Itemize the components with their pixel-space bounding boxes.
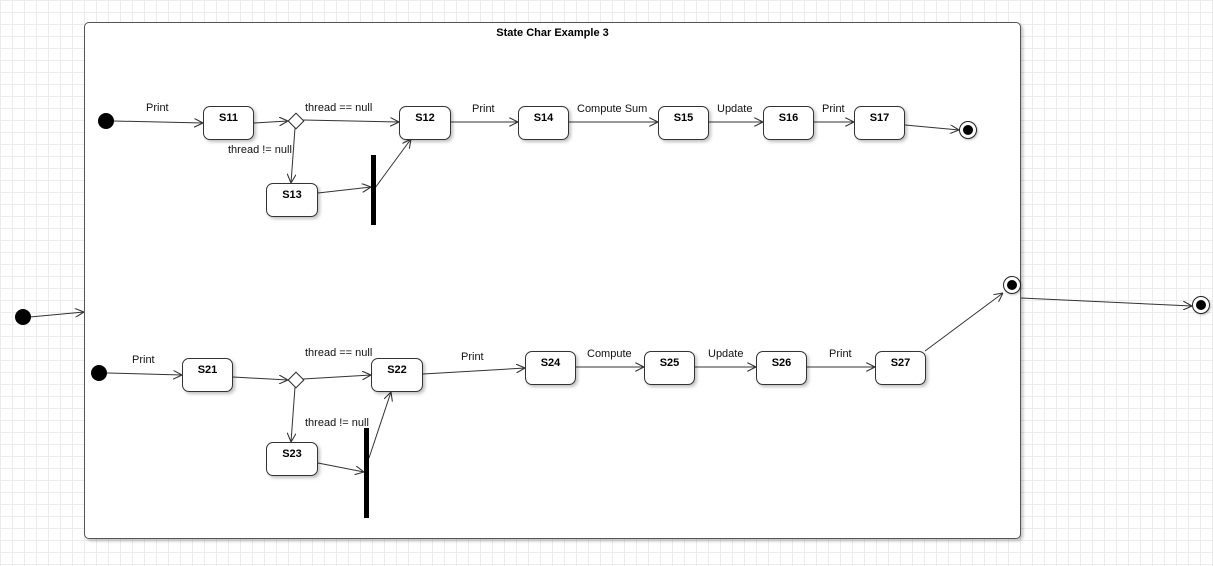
region1-initial-state[interactable] [98,113,114,129]
state-s15[interactable]: S15 [658,106,709,140]
state-s23[interactable]: S23 [266,442,318,476]
label-r1-print2: Print [472,103,495,115]
region2-initial-state[interactable] [91,365,107,381]
label-r2-guard-null: thread == null [305,347,373,359]
edge-bar2-s22 [368,392,391,459]
edge-s21-decision2 [232,377,288,380]
label-r2-update: Update [708,348,744,360]
edge-s23-bar2 [317,462,364,472]
state-s11[interactable]: S11 [203,106,254,140]
label-r1-guard-not-null: thread != null [228,144,292,156]
edge-decision1-s13 [291,127,295,183]
label-r1-print: Print [146,102,169,114]
edge-decision2-s22 [302,375,371,379]
outer-initial-state[interactable] [15,309,31,325]
label-r2-print: Print [132,354,155,366]
state-s13[interactable]: S13 [266,183,318,217]
state-s26[interactable]: S26 [756,351,807,385]
state-s12[interactable]: S12 [399,106,451,140]
join-bar-1[interactable] [371,155,376,225]
state-s24[interactable]: S24 [525,351,576,385]
composite-exit-state[interactable] [1003,276,1021,294]
join-bar-2[interactable] [364,428,369,518]
outer-final-state[interactable] [1192,296,1210,314]
state-s21[interactable]: S21 [182,358,233,392]
edge-s13-bar1 [317,187,371,194]
edge-init2-s21 [106,373,182,375]
state-s22[interactable]: S22 [371,358,423,392]
edge-init1-s11 [113,121,203,123]
edge-decision1-s12 [302,120,399,122]
edge-s17-final1 [904,124,959,130]
edge-s11-decision1 [253,121,288,123]
state-s14[interactable]: S14 [518,106,569,140]
label-r2-print3: Print [829,348,852,360]
state-s27[interactable]: S27 [875,351,926,385]
label-r2-guard-not-null: thread != null [305,417,369,429]
composite-title: State Char Example 3 [496,27,609,39]
state-s25[interactable]: S25 [644,351,695,385]
composite-to-final-arrow [1020,297,1192,306]
state-s17[interactable]: S17 [854,106,905,140]
label-r2-print2: Print [461,351,484,363]
edge-s27-exit [924,293,1003,352]
edge-bar1-s12 [374,139,411,189]
outer-init-arrow [29,312,84,318]
label-r1-print3: Print [822,103,845,115]
label-r1-compute: Compute Sum [577,103,648,115]
edge-s22-s24 [422,368,525,375]
region1-final-state[interactable] [959,121,977,139]
label-r1-guard-null: thread == null [305,102,373,114]
edge-decision2-s23 [291,386,295,442]
label-r2-compute: Compute [587,348,632,360]
label-r1-update: Update [717,103,753,115]
state-s16[interactable]: S16 [763,106,814,140]
